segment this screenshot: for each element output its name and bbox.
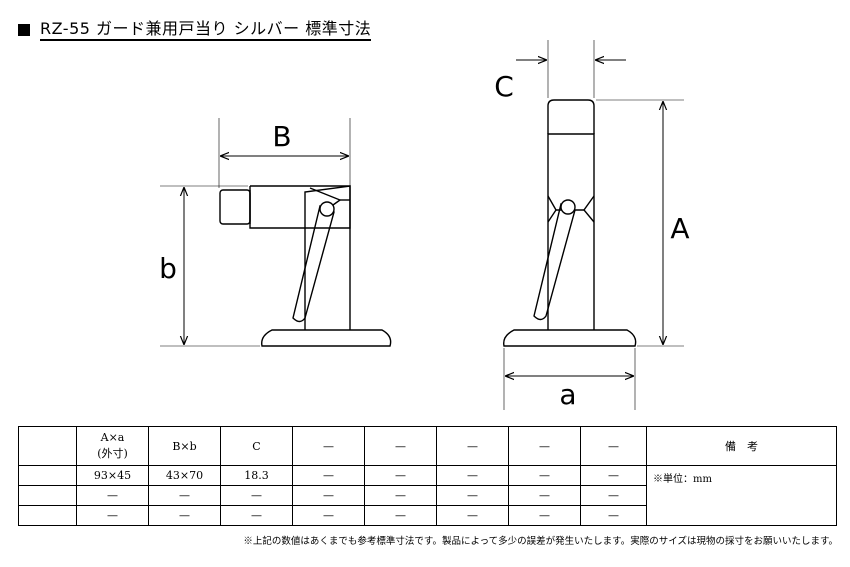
side-view-body <box>304 185 351 330</box>
table-cell: — <box>508 505 581 526</box>
table-cell: — <box>76 485 149 506</box>
table-header-cell <box>18 426 77 466</box>
table-cell: — <box>76 505 149 526</box>
table-cell: — <box>364 485 437 506</box>
table-cell: — <box>436 505 509 526</box>
dimension-A-label: A <box>670 212 689 245</box>
front-view-cap <box>547 99 595 134</box>
footnote: ※上記の数値はあくまでも参考標準寸法です。製品によって多少の誤差が発生いたします… <box>243 536 838 547</box>
dimension-a-label: a <box>559 378 576 411</box>
table-cell <box>18 485 77 506</box>
table-header-cell: — <box>436 426 509 466</box>
table-row: — — — — — — — — <box>18 505 837 526</box>
table-cell: — <box>436 465 509 486</box>
table-header-row: A×a (外寸) B×b C — — — — — 備 考 <box>18 426 837 466</box>
table-cell: — <box>148 485 221 506</box>
table-cell: — <box>364 465 437 486</box>
title-bullet-icon <box>18 24 30 36</box>
table-cell: — <box>220 505 293 526</box>
table-cell: — <box>220 485 293 506</box>
remarks-cell: ※単位：mm <box>646 465 837 526</box>
table-row: 93×45 43×70 18.3 — — — — — ※単位：mm <box>18 465 837 526</box>
dimension-C-label: C <box>494 70 514 103</box>
table-cell: — <box>292 465 365 486</box>
table-header-cell: B×b <box>148 426 221 466</box>
side-view-lever <box>292 205 335 323</box>
table-header-cell: — <box>364 426 437 466</box>
table-header-cell: C <box>220 426 293 466</box>
table-cell: — <box>436 485 509 506</box>
side-view-cap <box>219 189 251 225</box>
table-cell: — <box>580 465 647 486</box>
dimension-b-label: b <box>159 252 177 285</box>
front-view-base <box>503 329 637 347</box>
table-cell: — <box>292 485 365 506</box>
table-cell: — <box>148 505 221 526</box>
front-view-body <box>547 133 595 330</box>
table-header-sublabel: (外寸) <box>97 447 128 460</box>
side-view-base <box>261 329 392 347</box>
table-cell: — <box>508 465 581 486</box>
table-header-cell: — <box>580 426 647 466</box>
table-row: — — — — — — — — <box>18 485 837 506</box>
table-cell: — <box>508 485 581 506</box>
table-cell: 18.3 <box>220 465 293 486</box>
table-cell: — <box>292 505 365 526</box>
spec-table: A×a (外寸) B×b C — — — — — 備 考 93×45 43×70… <box>18 426 837 526</box>
table-cell <box>18 465 77 486</box>
table-cell: 43×70 <box>148 465 221 486</box>
page-title: RZ-55 ガード兼用戸当り シルバー 標準寸法 <box>18 19 372 41</box>
front-view <box>503 99 637 347</box>
table-header-cell: — <box>508 426 581 466</box>
front-view-lever <box>533 203 576 321</box>
dimension-B-label: B <box>272 120 291 153</box>
remarks-header: 備 考 <box>646 426 837 466</box>
table-cell: — <box>580 485 647 506</box>
dimension-drawing: B b C A a <box>159 40 690 411</box>
table-cell: — <box>364 505 437 526</box>
table-cell: 93×45 <box>76 465 149 486</box>
side-view <box>219 185 392 347</box>
page-title-text: RZ-55 ガード兼用戸当り シルバー 標準寸法 <box>40 19 372 41</box>
table-header-cell: — <box>292 426 365 466</box>
table-cell <box>18 505 77 526</box>
table-header-cell: A×a (外寸) <box>76 426 149 466</box>
table-cell: — <box>580 505 647 526</box>
table-header-label: A×a <box>100 431 125 444</box>
